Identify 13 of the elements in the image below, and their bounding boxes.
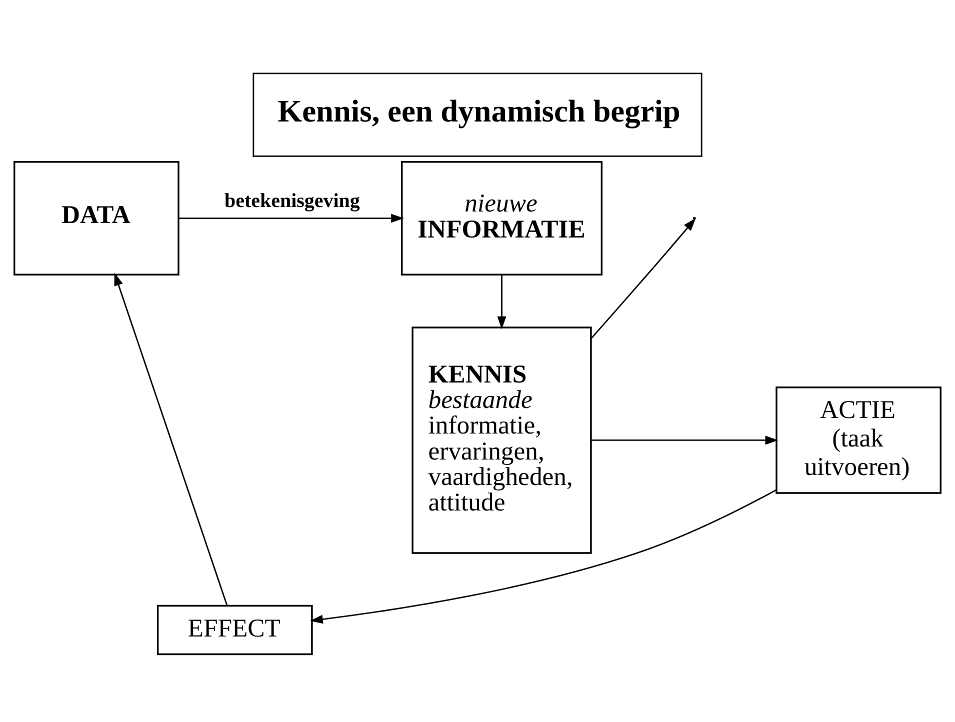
node-box: nieuwe INFORMATIE: [401, 161, 603, 276]
arrow: [114, 272, 228, 606]
node-box: KENNIS bestaande informatie, ervaringen, vaardigheden, attitude: [412, 326, 592, 554]
arrow: [178, 214, 404, 223]
node-box: DATA: [14, 161, 180, 276]
arrow: [590, 218, 696, 339]
arrow: [310, 489, 777, 624]
arrow: [497, 274, 506, 330]
edge-label: betekenisgeving: [224, 190, 360, 212]
node-box: ACTIE (taak uitvoeren): [776, 386, 942, 494]
diagram-title: Kennis, een dynamisch begrip: [278, 93, 680, 128]
node-box: EFFECT: [156, 604, 313, 656]
arrow: [590, 436, 778, 445]
